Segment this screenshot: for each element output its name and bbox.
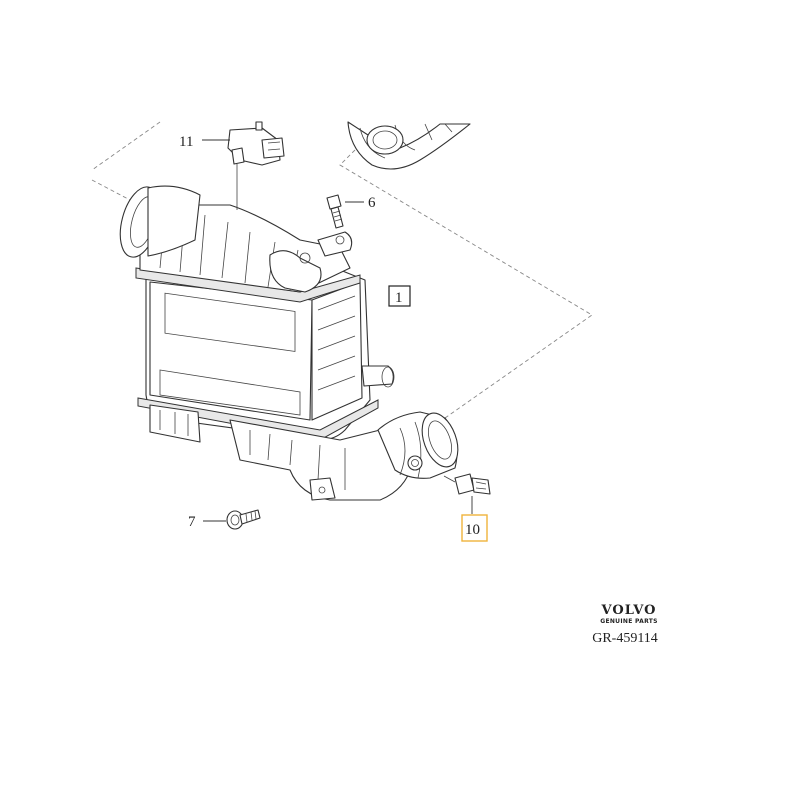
callout-7: 7 [188, 514, 196, 530]
upper-hose-fragment [347, 121, 471, 170]
callout-11: 11 [179, 134, 193, 150]
logo-subtext: GENUINE PARTS [600, 618, 658, 625]
bolt-part-6 [326, 194, 344, 229]
callout-10: 10 [465, 522, 480, 538]
callout-6: 6 [368, 195, 376, 211]
dashed-guide-lines [91, 121, 593, 419]
sensor-part-10 [443, 473, 491, 495]
volvo-logo: VOLVO GENUINE PARTS [600, 603, 658, 625]
reference-code: GR-459114 [592, 631, 658, 646]
intake-manifold-assembly [119, 185, 459, 501]
leader-lines [202, 139, 473, 522]
callout-1-box: 1 [388, 285, 411, 307]
callout-10-box[interactable]: 10 [461, 514, 488, 542]
bolt-part-7 [226, 509, 261, 530]
logo-text: VOLVO [601, 603, 657, 618]
sensor-part-11 [227, 121, 285, 210]
callout-1: 1 [395, 290, 403, 306]
